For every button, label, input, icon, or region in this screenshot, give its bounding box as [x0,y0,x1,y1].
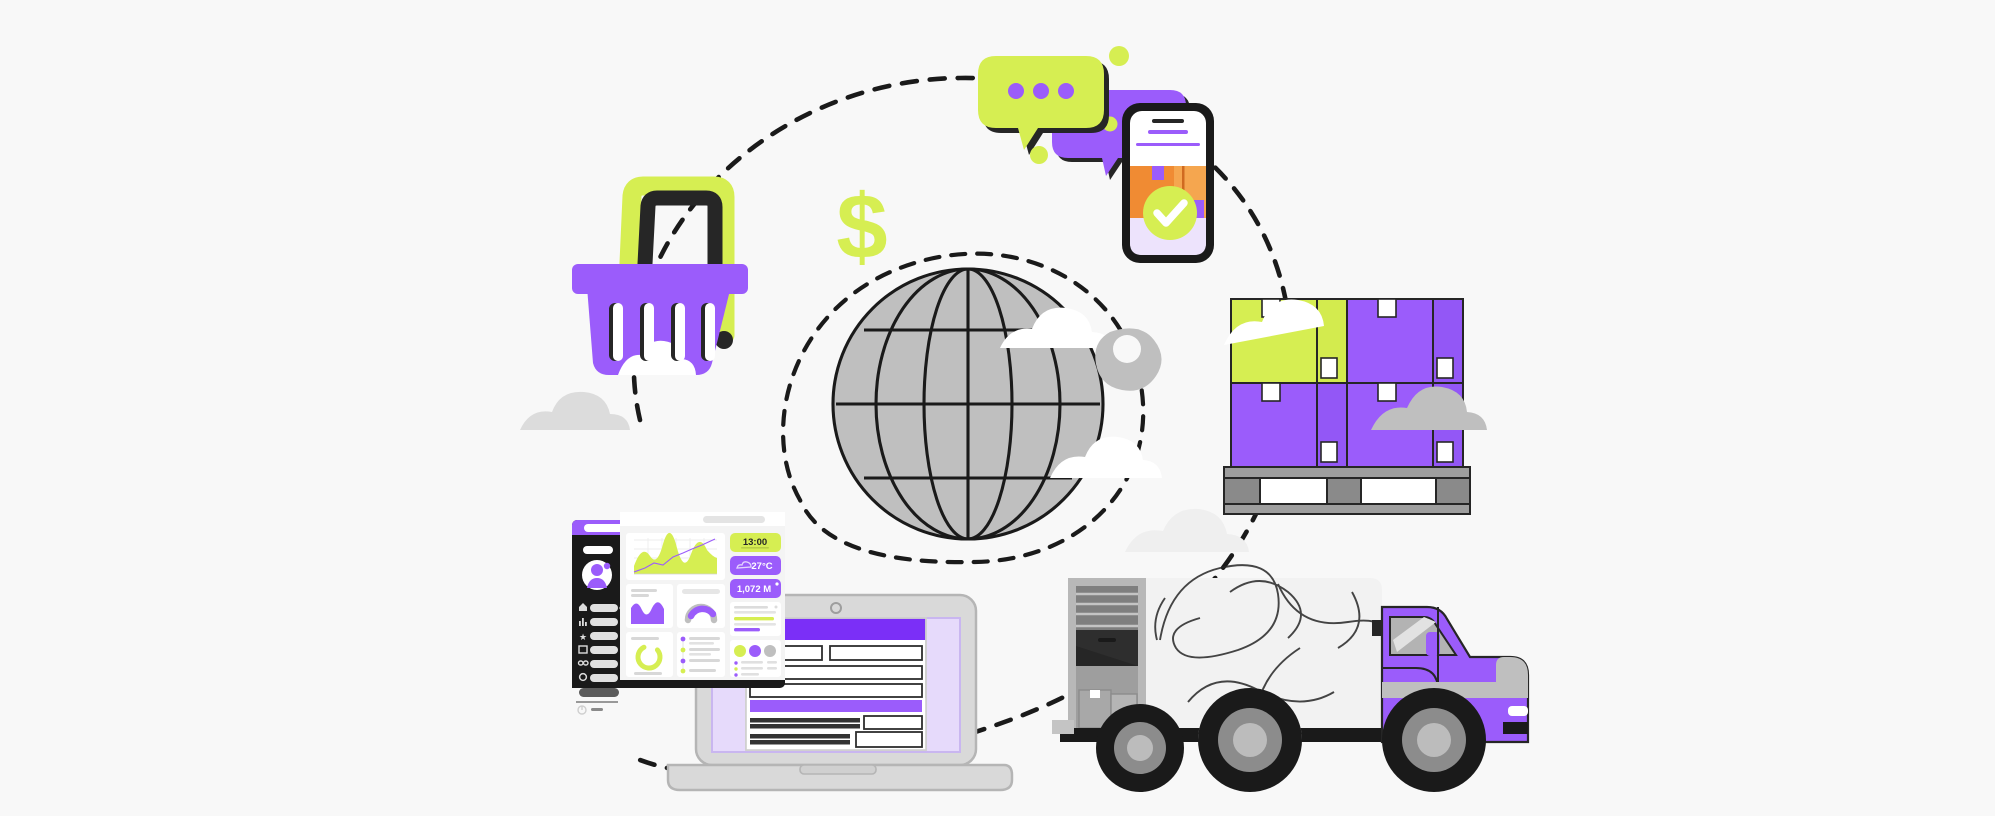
cloud-pallet-mid [1371,386,1487,430]
sidebar-action-button[interactable] [579,688,619,697]
laptop-header-bar [746,618,926,640]
check-icon [1153,199,1188,227]
panel-searchbar[interactable] [703,516,765,523]
window-glare [1393,617,1436,652]
sidebar-footer[interactable] [577,705,603,715]
home-icon [579,603,587,611]
pallet-of-boxes [1223,298,1487,515]
laptop-lower-section [746,698,926,750]
chart-icon [579,618,587,626]
cloud-globe-top [1000,307,1113,348]
timeline-list [677,632,725,677]
analytics-dashboard: × ★ [572,512,785,715]
pallet [1223,466,1471,515]
cloud-icon [736,561,752,569]
sidebar-item-settings[interactable] [578,672,618,682]
metric-widget: 1,072 M [730,579,781,598]
gauge-chart [677,584,725,628]
sidebar-title [583,546,613,554]
clock-widget: 13:00 [730,533,781,552]
sidebar-item-favorites[interactable]: ★ [579,632,618,642]
driver-silhouette [1426,632,1440,656]
location-pin [1095,328,1162,391]
cloud-globe-bottom [1050,436,1162,478]
globe [831,267,1162,541]
gear-icon [578,672,588,682]
svg-text:13:00: 13:00 [743,537,767,548]
power-icon [577,705,587,715]
truck-wheel-rear-2 [1096,704,1184,792]
cloud-left [520,391,630,430]
window-icon [578,645,588,654]
delivery-truck [1052,564,1530,792]
weather-widget: 27°C [730,556,781,575]
shopping-basket [572,176,748,375]
chat-dot [1058,83,1074,99]
dollar-sign: $ [836,176,887,278]
svg-text:1,072 M: 1,072 M [737,584,771,595]
cloud-pallet-top [1224,299,1324,345]
avatar[interactable] [582,560,612,590]
box-bottom-left [1230,382,1348,468]
donut-chart [626,632,673,677]
sidebar-item-analytics[interactable] [579,618,618,626]
dashboard-panel: 13:00 27°C 1,072 M [620,512,785,680]
chat-dot [1008,83,1024,99]
star-icon: ★ [579,632,587,642]
dot-lime-left [1030,146,1048,164]
dot-lime-top [1109,46,1129,66]
area-chart-small [626,584,673,628]
chat-dot [1033,83,1049,99]
truck-wheel-front [1382,688,1486,792]
progress-panel [730,602,781,636]
truck-wheel-rear [1198,688,1302,792]
dashboard-sidebar: ★ [572,535,623,715]
svg-text:$: $ [836,176,887,278]
smartphone-delivery-confirmation [1122,103,1214,263]
circles-panel [730,640,781,677]
box-top-right [1346,298,1464,384]
svg-text:27°C: 27°C [751,561,772,572]
area-chart-main [626,532,725,580]
chat-bubble-lime [978,56,1109,155]
sidebar-item-links[interactable] [577,660,619,668]
sidebar-item-windows[interactable] [578,645,618,654]
laptop-accent-bar [750,700,922,712]
link-icon [577,660,589,666]
cloud-bottom [1125,508,1249,552]
